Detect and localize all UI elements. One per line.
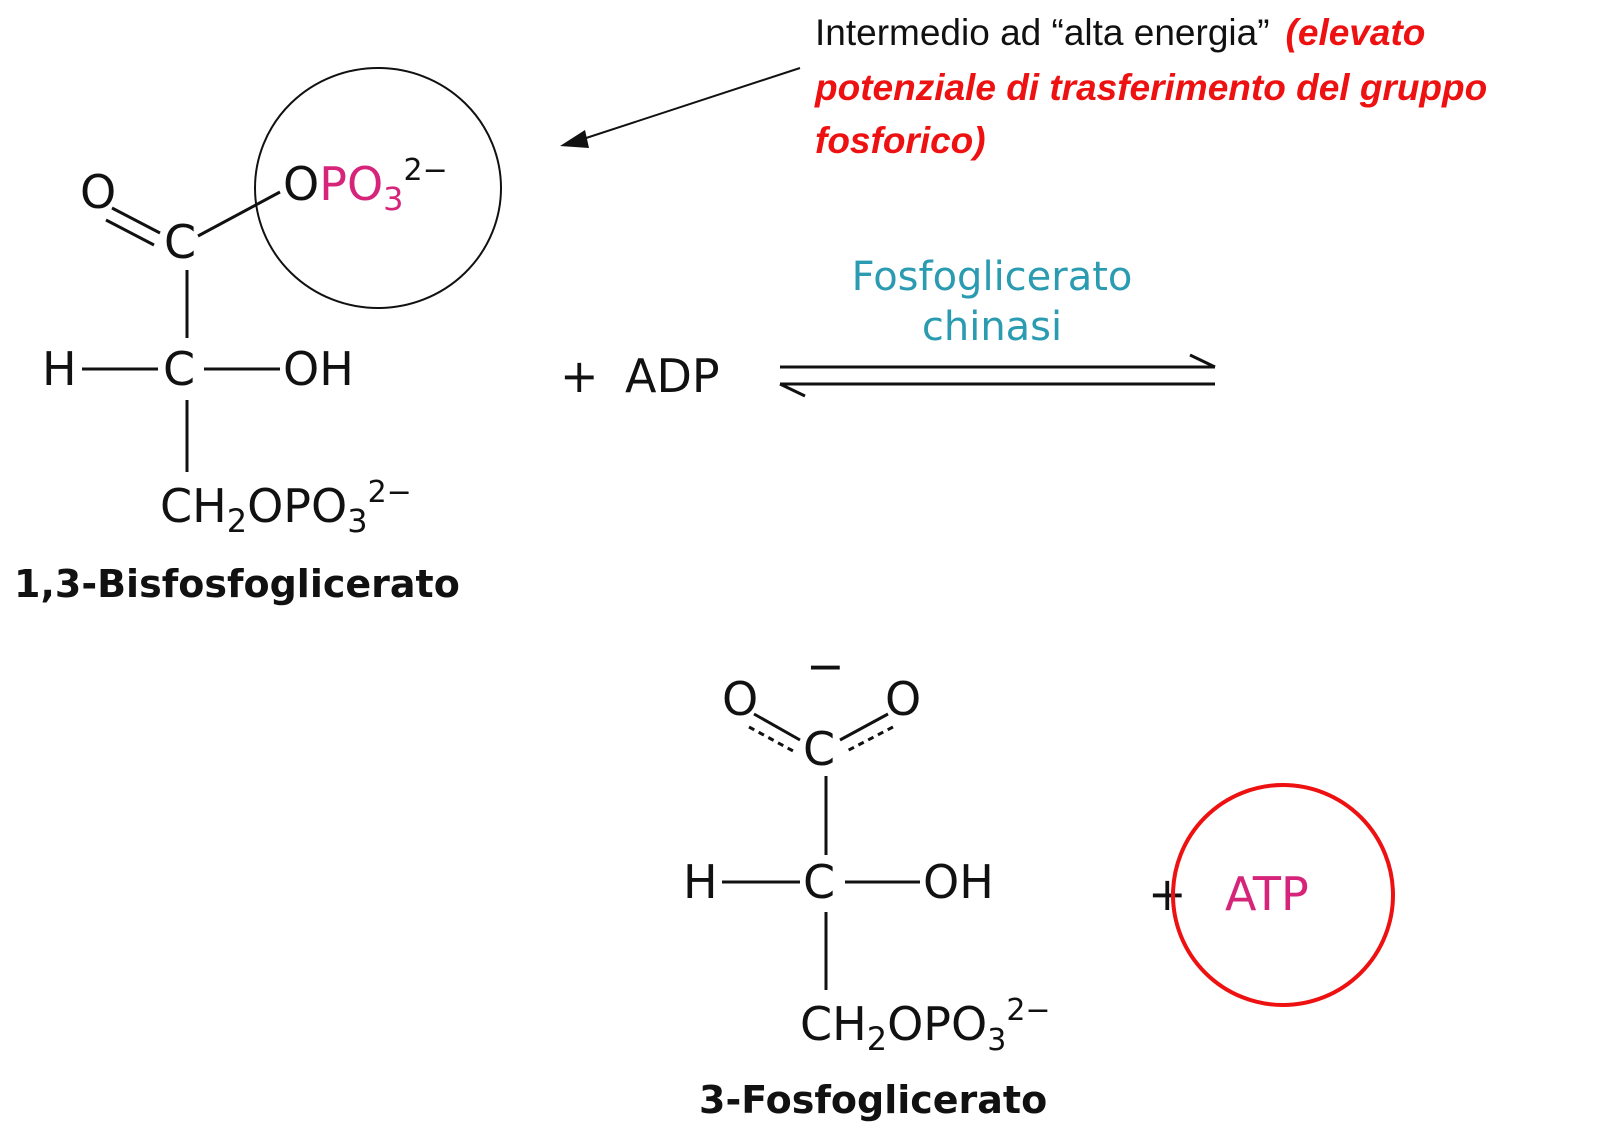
reverse-arrow-barb	[779, 382, 806, 398]
reactant-adp: ADP	[625, 349, 720, 403]
product-bond-left	[753, 712, 801, 742]
reactant-ch2opo3: CH2OPO32−	[160, 475, 412, 540]
product-name: 3-Fosfoglicerato	[699, 1078, 1047, 1122]
product-hydroxyl: OH	[923, 855, 994, 909]
reactant-hydroxyl: OH	[283, 342, 354, 396]
product-atp: ATP	[1225, 867, 1309, 921]
product-oxygen-right: O	[885, 672, 921, 726]
annotation-pointer-arrow	[579, 67, 801, 141]
product-carbon-2: C	[803, 855, 835, 909]
annotation-line3: fosforico)	[815, 120, 986, 161]
reactant-carbon-2: C	[163, 342, 195, 396]
product-bond-left-dashed	[748, 725, 796, 754]
product-bond-right	[839, 712, 889, 742]
reactant-bond-c1-o	[197, 190, 281, 238]
atp-highlight-circle	[1171, 783, 1395, 1007]
reactant-double-bond-2	[105, 218, 155, 247]
product-carbon-1: C	[803, 722, 835, 776]
annotation-line1: Intermedio ad “alta energia” (elevato	[815, 12, 1425, 53]
enzyme-name-line1: Fosfoglicerato	[852, 254, 1133, 300]
forward-arrow-barb	[1189, 353, 1216, 369]
reactant-name: 1,3-Bisfosfoglicerato	[14, 562, 460, 606]
reactant-carbonyl-oxygen: O	[80, 165, 116, 219]
reactant-hydrogen: H	[42, 342, 77, 396]
phosphate-highlight-circle	[254, 67, 502, 309]
product-bond-right-dashed	[844, 725, 894, 754]
product-ch2opo3: CH2OPO32−	[800, 993, 1051, 1058]
product-oxygen-left: O	[722, 672, 758, 726]
reactant-double-bond-1	[111, 206, 161, 235]
product-plus: +	[1148, 867, 1187, 921]
product-carboxylate-charge: −	[806, 639, 845, 693]
enzyme-name-line2: chinasi	[922, 304, 1062, 350]
product-hydrogen: H	[683, 855, 718, 909]
reactant-phosphate-group: OPO32−	[283, 153, 448, 218]
reactant-carbon-1: C	[164, 215, 196, 269]
annotation-line2: potenziale di trasferimento del gruppo	[814, 67, 1487, 108]
annotation-arrowhead	[560, 130, 589, 148]
reaction-plus: +	[560, 349, 599, 403]
